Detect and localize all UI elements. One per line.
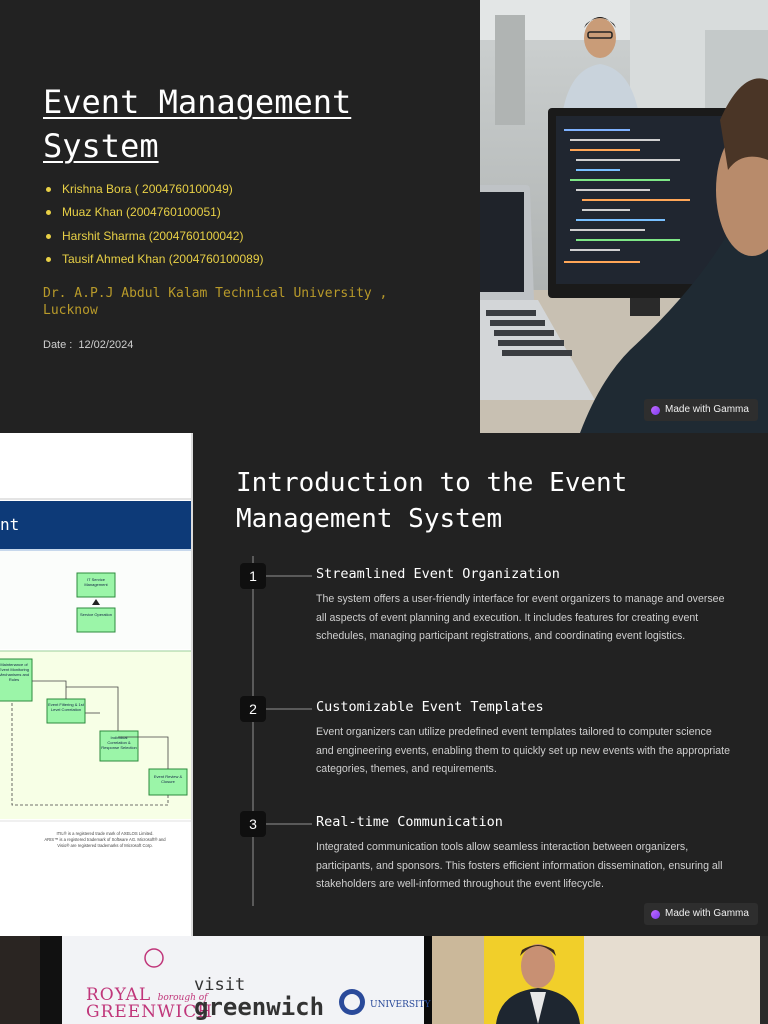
diagram-footnote: ITIL® is a registered trade mark of AXEL…: [20, 831, 190, 849]
office-photo: Made with Gamma: [480, 0, 768, 433]
badge-label: Made with Gamma: [665, 908, 749, 919]
box-maintenance: Maintenance of Event Monitoring Mechanis…: [0, 662, 30, 682]
university-name: Dr. A.P.J Abdul Kalam Technical Universi…: [43, 286, 388, 318]
visit-greenwich-logo: visit greenwich: [194, 976, 324, 1020]
event-management-diagram: nt IT Service Management Service Operati…: [0, 433, 193, 936]
step-connector: [266, 575, 312, 577]
team-member: Tausif Ahmed Khan (2004760100089): [44, 248, 264, 271]
diagram-header-text: nt: [0, 515, 20, 534]
step-number: 3: [240, 811, 266, 837]
step-title: Customizable Event Templates: [316, 699, 544, 715]
team-member-list: Krishna Bora ( 2004760100049) Muaz Khan …: [44, 178, 264, 271]
step-connector: [266, 823, 312, 825]
step-title: Real-time Communication: [316, 814, 503, 830]
step-title: Streamlined Event Organization: [316, 566, 560, 582]
logo-text: visit: [194, 975, 246, 995]
royal-greenwich-logo: ROYAL borough of GREENWICH: [86, 985, 214, 1022]
logo-text: greenwich: [194, 993, 325, 1021]
footnote-line: Visio® are registered trademarks of Micr…: [57, 843, 153, 848]
event-photo-illustration: [0, 936, 768, 1024]
step-description: The system offers a user-friendly interf…: [316, 593, 725, 643]
made-with-gamma-badge[interactable]: Made with Gamma: [644, 903, 758, 925]
box-it-service-management: IT Service Management: [84, 577, 108, 587]
box-event-filtering: Event Filtering & 1st Level Correlation: [48, 702, 84, 712]
team-member: Muaz Khan (2004760100051): [44, 201, 264, 224]
gamma-logo-icon: [651, 909, 660, 919]
footnote-line: ITIL® is a registered trade mark of AXEL…: [56, 831, 154, 836]
step-connector: [266, 708, 312, 710]
event-photo-strip: ROYAL borough of GREENWICH visit greenwi…: [0, 936, 768, 1024]
footnote-line: ARIS™ is a registered trademark of Softw…: [44, 837, 166, 842]
diagram-drawing: [0, 433, 193, 936]
step-number: 2: [240, 696, 266, 722]
step-number: 1: [240, 563, 266, 589]
made-with-gamma-badge[interactable]: Made with Gamma: [644, 399, 758, 421]
badge-label: Made with Gamma: [665, 404, 749, 415]
logo-text: GREENWICH: [86, 1002, 214, 1022]
team-member: Harshit Sharma (2004760100042): [44, 225, 264, 248]
box-individual-correlation: Individual Correlation & Response Select…: [101, 735, 137, 750]
date-value: 12/02/2024: [78, 339, 134, 351]
logo-text: ROYAL: [86, 985, 152, 1005]
timeline-line: [252, 556, 254, 906]
presentation-title: Event Management System: [43, 83, 352, 165]
box-service-operation: Service Operation: [79, 612, 112, 617]
logo-text: borough of: [157, 993, 208, 1003]
step-description: Event organizers can utilize predefined …: [316, 726, 731, 776]
gamma-logo-icon: [651, 405, 660, 415]
date-label: Date :: [43, 339, 73, 351]
university-logo: UNIVERSITY: [370, 1000, 431, 1010]
presentation-date: Date : 12/02/2024: [43, 339, 139, 351]
office-photo-illustration: [480, 0, 768, 433]
team-member: Krishna Bora ( 2004760100049): [44, 178, 264, 201]
box-event-review: Event Review & Closure: [153, 774, 183, 784]
step-description: Integrated communication tools allow sea…: [316, 841, 723, 891]
slide-heading: Introduction to the Event Management Sys…: [236, 468, 628, 534]
